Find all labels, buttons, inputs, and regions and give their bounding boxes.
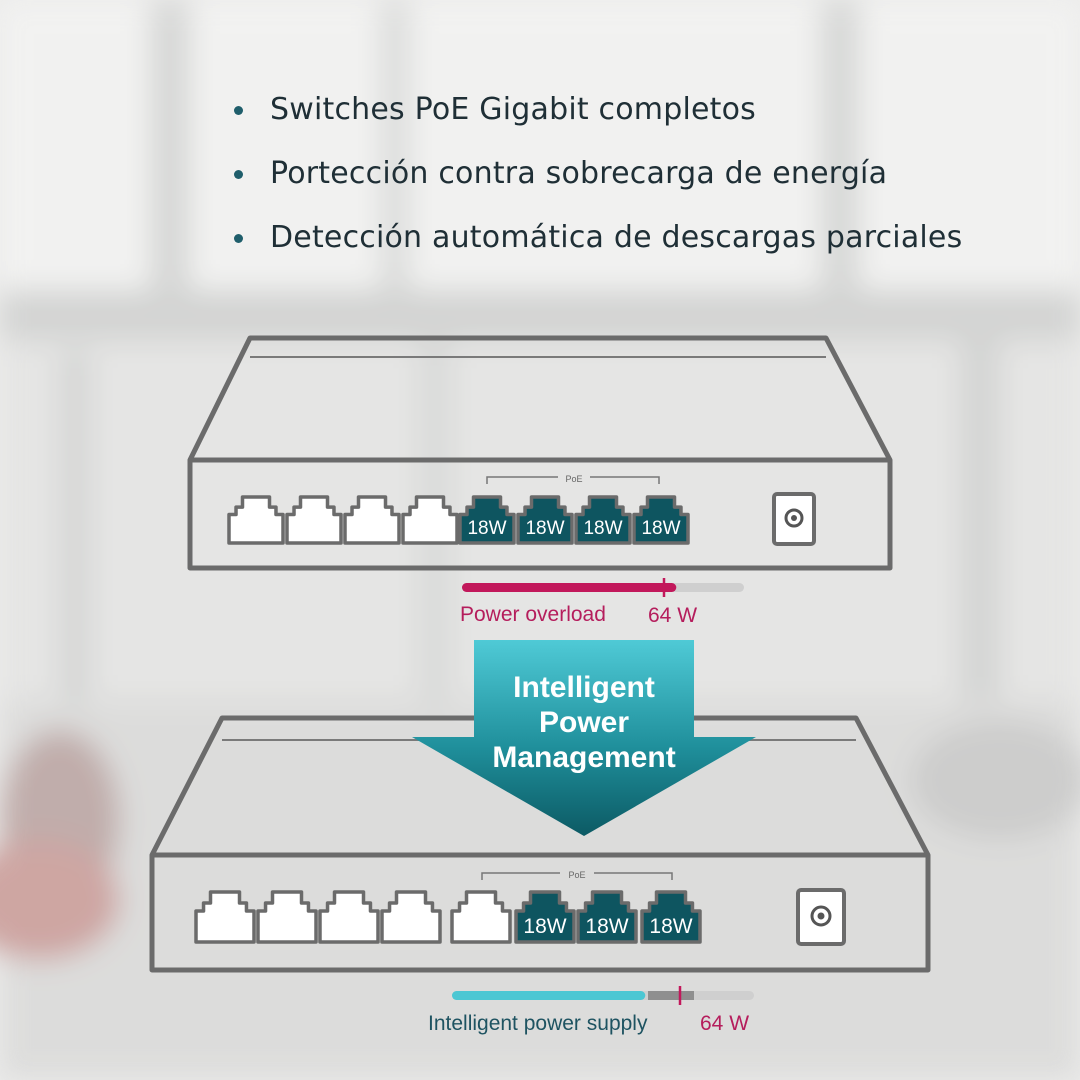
arrow-text-line: Power (539, 706, 629, 739)
poe-ethernet-port-icon: 18W (514, 890, 576, 944)
port-wattage-label: 18W (583, 518, 622, 539)
ethernet-port-icon (227, 495, 285, 545)
arrow-text-line: Intelligent (513, 671, 655, 704)
port-wattage-label: 18W (467, 518, 506, 539)
top-switch: 18W 18W 18W 18W PoE (187, 335, 893, 571)
arrow-text-line: Management (492, 741, 675, 774)
ethernet-port-icon (285, 495, 343, 545)
port-wattage-label: 18W (585, 915, 628, 938)
bottom-port-row: 18W 18W 18W (194, 890, 702, 944)
ethernet-port-icon (194, 890, 256, 944)
intelligent-power-management-arrow: Intelligent Power Management (412, 640, 756, 836)
power-jack-icon (796, 888, 846, 946)
feature-item: Switches PoE Gigabit completos (228, 84, 962, 148)
ethernet-port-icon (318, 890, 380, 944)
poe-label: PoE (568, 870, 585, 880)
bottom-switch: 18W 18W 18W PoE (149, 715, 931, 973)
poe-ethernet-port-icon: 18W (576, 890, 638, 944)
meter-fill (452, 991, 646, 1000)
port-wattage-label: 18W (525, 518, 564, 539)
meter-value: 64 W (648, 604, 697, 627)
poe-bracket: PoE (481, 870, 673, 880)
poe-ethernet-port-icon: 18W (632, 495, 690, 545)
top-port-row: 18W 18W 18W 18W (227, 495, 690, 545)
poe-ethernet-port-icon: 18W (574, 495, 632, 545)
feature-item: Detección automática de descargas parcia… (228, 212, 962, 276)
bullet-dot-icon (234, 234, 243, 243)
ethernet-port-icon (450, 890, 512, 944)
meter-label: Intelligent power supply (428, 1012, 648, 1035)
port-wattage-label: 18W (649, 915, 692, 938)
poe-label: PoE (565, 474, 582, 484)
ethernet-port-icon (256, 890, 318, 944)
poe-ethernet-port-icon: 18W (640, 890, 702, 944)
bottom-power-meter: Intelligent power supply 64 W (428, 986, 754, 1035)
port-wattage-label: 18W (523, 915, 566, 938)
bullet-dot-icon (234, 170, 243, 179)
ethernet-port-icon (380, 890, 442, 944)
meter-label: Power overload (460, 603, 606, 626)
poe-ethernet-port-icon: 18W (516, 495, 574, 545)
poe-ethernet-port-icon: 18W (458, 495, 516, 545)
feature-list: Switches PoE Gigabit completos Portecció… (228, 84, 962, 276)
feature-item: Portección contra sobrecarga de energía (228, 148, 962, 212)
poe-bracket: PoE (486, 474, 660, 484)
top-power-meter: Power overload 64 W (460, 578, 744, 627)
ethernet-port-icon (401, 495, 459, 545)
power-jack-icon (772, 492, 816, 546)
bullet-dot-icon (234, 106, 243, 115)
meter-fill (462, 583, 677, 592)
meter-value: 64 W (700, 1012, 749, 1035)
ethernet-port-icon (343, 495, 401, 545)
port-wattage-label: 18W (641, 518, 680, 539)
